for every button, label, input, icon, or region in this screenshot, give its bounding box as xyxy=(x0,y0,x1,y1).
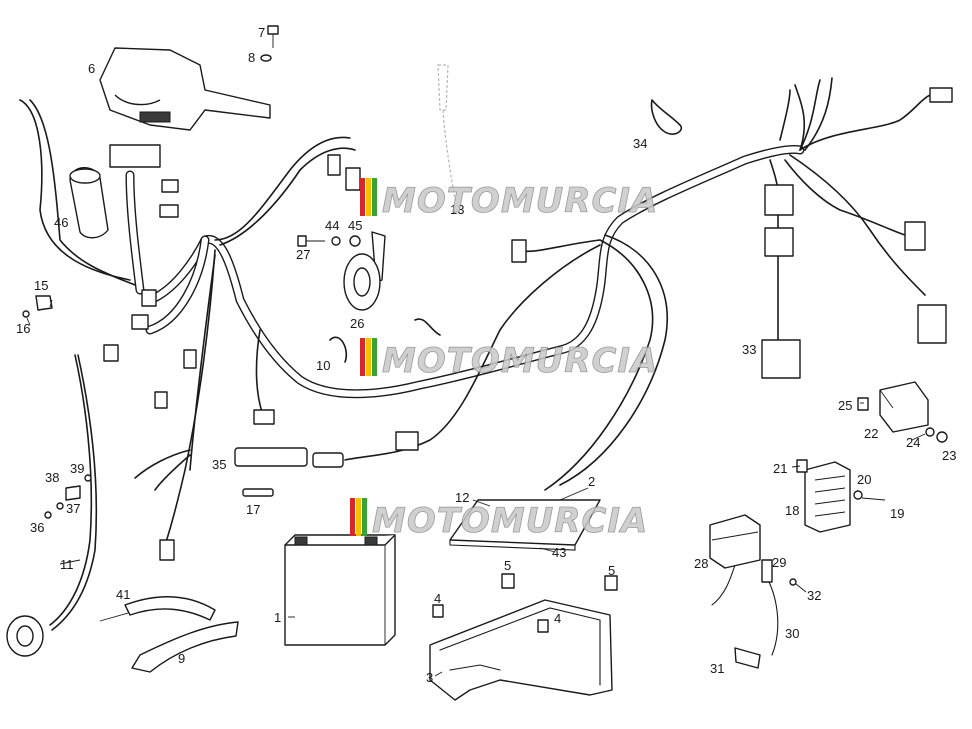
handlebar-switch xyxy=(99,47,271,131)
callout-20: 20 xyxy=(857,472,871,487)
horn xyxy=(343,231,386,311)
callout-31: 31 xyxy=(710,661,724,676)
harness-connectors xyxy=(103,144,527,561)
watermark-text: MOTOMURCIA xyxy=(382,341,658,381)
bolt xyxy=(604,575,618,591)
callout-46: 46 xyxy=(54,215,68,230)
watermark: MOTOMURCIA xyxy=(350,498,648,541)
wire-clip xyxy=(414,318,441,336)
washer xyxy=(56,502,64,510)
screw xyxy=(22,310,30,318)
callout-16: 16 xyxy=(16,321,30,336)
washer xyxy=(260,54,272,62)
callout-41: 41 xyxy=(116,587,130,602)
callout-22: 22 xyxy=(864,426,878,441)
callout-labels: 1 2 3 4 4 5 5 6 7 8 9 10 11 12 13 15 16 … xyxy=(16,25,956,685)
callout-1: 1 xyxy=(274,610,281,625)
sensor-ghost xyxy=(437,64,456,201)
callout-24: 24 xyxy=(906,435,920,450)
callout-19: 19 xyxy=(890,506,904,521)
callout-44: 44 xyxy=(325,218,339,233)
clamp xyxy=(35,295,53,311)
connector xyxy=(761,184,801,379)
callout-9: 9 xyxy=(178,651,185,666)
bolt xyxy=(432,604,444,618)
bolt xyxy=(501,573,515,589)
screw xyxy=(44,511,52,519)
watermark-text: MOTOMURCIA xyxy=(372,501,648,541)
bolt xyxy=(537,619,549,633)
fuse-holder xyxy=(234,447,344,468)
callout-34: 34 xyxy=(633,136,647,151)
callout-8: 8 xyxy=(248,50,255,65)
callout-17: 17 xyxy=(246,502,260,517)
battery-pad xyxy=(449,499,601,551)
spark-plug-boot xyxy=(734,647,761,669)
callout-30: 30 xyxy=(785,626,799,641)
bolt xyxy=(853,490,886,501)
screw xyxy=(789,578,807,593)
callout-35: 35 xyxy=(212,457,226,472)
callout-28: 28 xyxy=(694,556,708,571)
callout-43: 43 xyxy=(552,545,566,560)
callout-36: 36 xyxy=(30,520,44,535)
callout-4: 4 xyxy=(434,591,441,606)
callout-39: 39 xyxy=(70,461,84,476)
relay xyxy=(879,381,929,433)
callout-33: 33 xyxy=(742,342,756,357)
callout-26: 26 xyxy=(350,316,364,331)
callout-10: 10 xyxy=(316,358,330,373)
cable-tie xyxy=(650,99,683,135)
callout-6: 6 xyxy=(88,61,95,76)
nut xyxy=(349,235,361,247)
callout-13: 13 xyxy=(450,202,464,217)
callout-4: 4 xyxy=(554,611,561,626)
clamp xyxy=(65,485,81,501)
watermark: MOTOMURCIA xyxy=(360,338,658,381)
callout-15: 15 xyxy=(34,278,48,293)
callout-2: 2 xyxy=(588,474,595,489)
main-harness xyxy=(125,145,805,399)
nut xyxy=(936,431,948,443)
bolt xyxy=(297,235,325,247)
callout-5: 5 xyxy=(504,558,511,573)
callout-leaders xyxy=(26,299,926,677)
watermark: MOTOMURCIA xyxy=(360,178,658,221)
callout-38: 38 xyxy=(45,470,59,485)
callout-27: 27 xyxy=(296,247,310,262)
strap xyxy=(124,596,216,621)
clip xyxy=(857,397,869,411)
callout-12: 12 xyxy=(455,490,469,505)
wire-clip xyxy=(329,336,348,363)
multi-pin-connector xyxy=(904,87,953,344)
callout-37: 37 xyxy=(66,501,80,516)
callout-32: 32 xyxy=(807,588,821,603)
callout-11: 11 xyxy=(60,557,74,572)
callout-18: 18 xyxy=(785,503,799,518)
callout-45: 45 xyxy=(348,218,362,233)
thin-wires xyxy=(19,77,931,656)
washer xyxy=(925,427,935,437)
callout-7: 7 xyxy=(258,25,265,40)
spark-plug-cap xyxy=(761,559,773,583)
rubber-boot xyxy=(69,167,109,239)
fuse xyxy=(242,488,274,497)
callout-5: 5 xyxy=(608,563,615,578)
callout-29: 29 xyxy=(772,555,786,570)
rubber-strap xyxy=(131,621,239,673)
voltage-regulator xyxy=(804,461,851,533)
callout-3: 3 xyxy=(426,670,433,685)
battery xyxy=(284,534,396,646)
callout-21: 21 xyxy=(773,461,787,476)
washer xyxy=(331,236,341,246)
screw xyxy=(267,25,279,48)
watermark-text: MOTOMURCIA xyxy=(382,181,658,221)
callout-23: 23 xyxy=(942,448,956,463)
callout-25: 25 xyxy=(838,398,852,413)
battery-tray xyxy=(429,599,613,701)
ignition-coil xyxy=(709,514,761,569)
washer xyxy=(84,474,92,482)
sensor-ring xyxy=(6,615,44,657)
